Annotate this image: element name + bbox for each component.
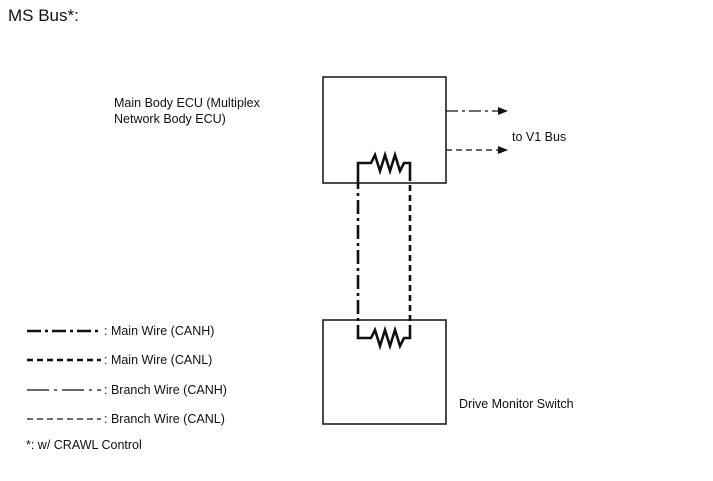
main-body-ecu-label-line1: Main Body ECU (Multiplex (114, 96, 260, 110)
legend-main-canh-label: : Main Wire (CANH) (104, 324, 215, 338)
main-body-ecu-label: Main Body ECU (Multiplex Network Body EC… (114, 95, 260, 127)
drive-monitor-switch-box (322, 319, 447, 425)
footnote: *: w/ CRAWL Control (26, 438, 142, 452)
legend-branch-canl-label: : Branch Wire (CANL) (104, 412, 225, 426)
diagram-title: MS Bus*: (8, 6, 79, 25)
main-body-ecu-label-line2: Network Body ECU) (114, 112, 226, 126)
drive-monitor-switch-label: Drive Monitor Switch (459, 397, 574, 411)
switch-terminating-resistor-icon (356, 325, 412, 351)
legend-branch-canh-label: : Branch Wire (CANH) (104, 383, 227, 397)
main-body-ecu-box (322, 76, 447, 184)
v1-bus-label: to V1 Bus (512, 130, 567, 144)
legend-main-canl-label: : Main Wire (CANL) (104, 353, 213, 367)
ecu-terminating-resistor-icon (356, 150, 412, 176)
